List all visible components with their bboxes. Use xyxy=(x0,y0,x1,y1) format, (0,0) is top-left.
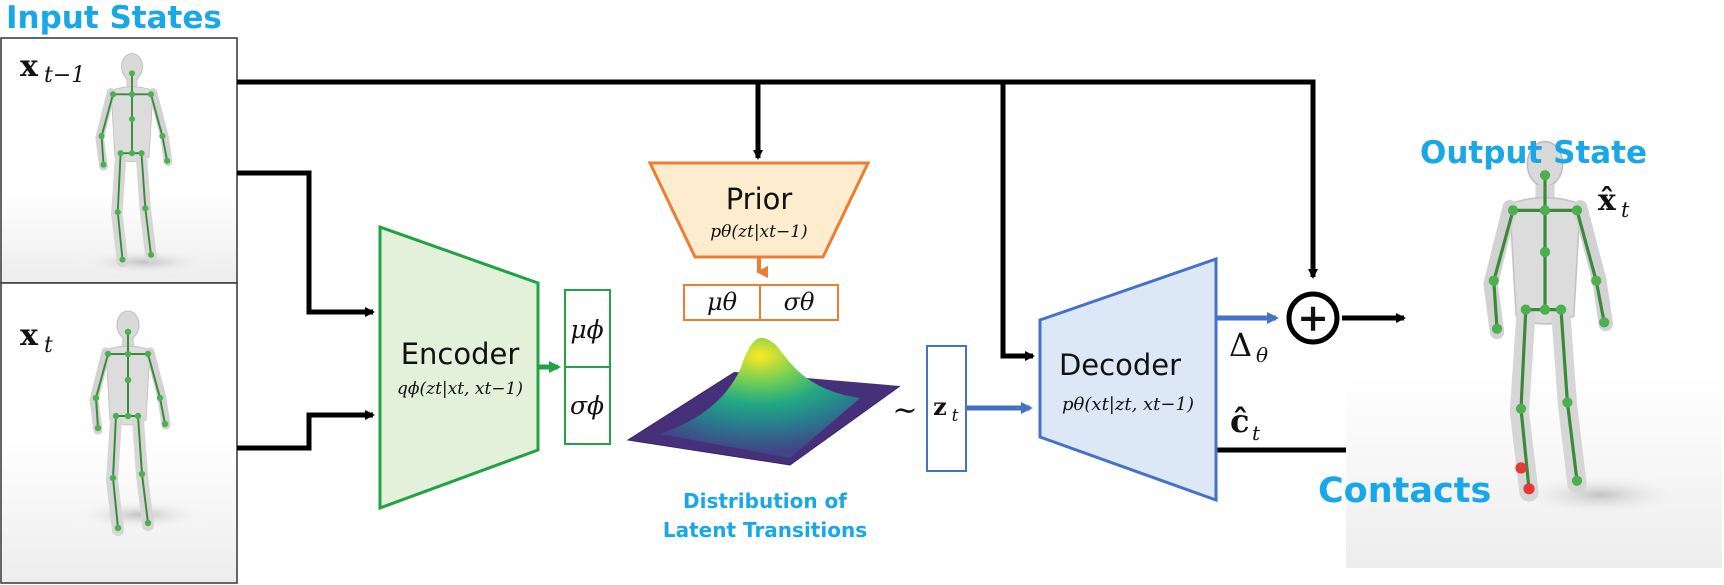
delta-subscript: θ xyxy=(1256,343,1268,367)
frame-curr-label: x xyxy=(20,318,39,353)
distribution-bump xyxy=(660,337,860,458)
contact-point xyxy=(1515,462,1527,474)
latent-distribution-plot: Distribution of Latent Transitions xyxy=(626,337,901,542)
figure-shadow xyxy=(75,248,215,276)
tilde-symbol: ∼ xyxy=(892,393,917,428)
z-t-label: z xyxy=(933,392,947,421)
prior-block: Prior pθ(zt|xt−1) μθ σθ xyxy=(647,161,871,321)
decoder-title: Decoder xyxy=(1059,348,1181,382)
decoder-block: Decoder pθ(xt|zt, xt−1) Δ θ + ĉ t xyxy=(1038,256,1340,503)
output-state-label: x̂ xyxy=(1598,183,1617,218)
mu-theta-label: μθ xyxy=(707,288,738,316)
mu-phi-box xyxy=(564,289,611,368)
sigma-theta-box xyxy=(759,284,839,321)
frame-prev-subscript: t−1 xyxy=(44,63,85,88)
sigma-phi-box xyxy=(564,366,611,445)
mu-phi-label: μϕ xyxy=(570,315,603,344)
latent-caption-line2: Latent Transitions xyxy=(663,518,867,542)
encoder-block: Encoder qϕ(zt|xt, xt−1) μϕ σϕ xyxy=(378,224,611,511)
delta-label: Δ xyxy=(1229,326,1252,364)
arrow-xprev-to-encoder xyxy=(237,170,375,317)
plus-symbol: + xyxy=(1297,295,1329,340)
output-section: Output State x̂ t Contacts xyxy=(1318,135,1722,568)
frame-prev-label: x xyxy=(20,49,39,84)
contacts-title: Contacts xyxy=(1318,471,1491,511)
frame-curr-subscript: t xyxy=(44,333,53,358)
arrow-xprev-to-decoder xyxy=(1000,82,1035,361)
encoder-title: Encoder xyxy=(401,337,520,371)
arrow-xcurr-to-encoder xyxy=(237,410,375,451)
decoder-trapezoid xyxy=(1038,256,1218,503)
output-human-figure xyxy=(1489,142,1610,495)
z-t-subscript: t xyxy=(952,406,959,426)
contact-point xyxy=(1523,483,1535,495)
prior-trapezoid xyxy=(647,161,871,259)
output-state-subscript: t xyxy=(1621,198,1630,222)
sigma-theta-label: σθ xyxy=(784,288,815,316)
input-frame-curr: x t xyxy=(0,282,238,584)
prior-title: Prior xyxy=(726,182,793,216)
decoder-formula: pθ(xt|zt, xt−1) xyxy=(1062,394,1194,415)
contact-subscript: t xyxy=(1252,421,1261,445)
mu-theta-box xyxy=(683,284,761,321)
latent-sample-block: ∼ z t xyxy=(892,345,1033,472)
figure-shadow xyxy=(1510,473,1690,517)
output-state-title: Output State xyxy=(1420,135,1647,171)
figure-shadow xyxy=(68,499,212,531)
input-frame-prev: x t−1 xyxy=(0,37,238,284)
encoder-formula: qϕ(zt|xt, xt−1) xyxy=(397,379,523,399)
prior-formula: pθ(zt|xt−1) xyxy=(710,222,807,242)
input-states-title: Input States xyxy=(6,0,222,36)
skip-connection-to-sum xyxy=(237,79,1318,279)
contact-label: ĉ xyxy=(1230,402,1249,440)
sum-node xyxy=(1286,291,1340,345)
latent-caption-line1: Distribution of xyxy=(683,489,847,513)
z-t-box xyxy=(926,345,967,472)
encoder-trapezoid xyxy=(378,224,540,511)
sigma-phi-label: σϕ xyxy=(570,391,604,420)
